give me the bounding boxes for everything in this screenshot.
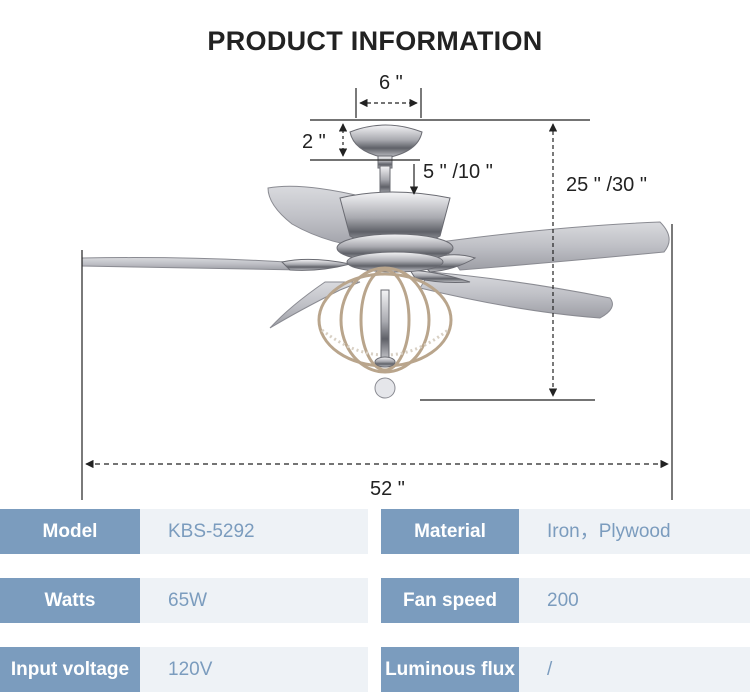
downrod — [379, 165, 391, 197]
page-title: PRODUCT INFORMATION — [207, 26, 543, 56]
crystal-pendant — [374, 377, 396, 399]
spec-label-model: Model — [0, 509, 140, 554]
span-label: 52 " — [370, 478, 405, 500]
downrod-length-label: 5 " /10 " — [423, 161, 493, 183]
motor-housing — [336, 191, 454, 273]
spec-value-watts: 65W — [140, 578, 368, 623]
spec-value-model: KBS-5292 — [140, 509, 368, 554]
spec-value-material: Iron，Plywood — [519, 509, 750, 554]
canopy-width-label: 6 " — [379, 72, 403, 94]
dimension-lines — [81, 88, 673, 500]
spec-label-luminous-flux: Luminous flux — [381, 647, 519, 692]
spec-label-fan-speed: Fan speed — [381, 578, 519, 623]
spec-value-input-voltage: 120V — [140, 647, 368, 692]
canopy — [349, 124, 423, 169]
ceiling-fan-diagram — [81, 88, 673, 500]
spec-value-fan-speed: 200 — [519, 578, 750, 623]
spec-label-input-voltage: Input voltage — [0, 647, 140, 692]
canopy-height-label: 2 " — [302, 131, 326, 153]
total-height-label: 25 " /30 " — [566, 174, 647, 196]
spec-label-material: Material — [381, 509, 519, 554]
spec-value-luminous-flux: / — [519, 647, 750, 692]
spec-label-watts: Watts — [0, 578, 140, 623]
